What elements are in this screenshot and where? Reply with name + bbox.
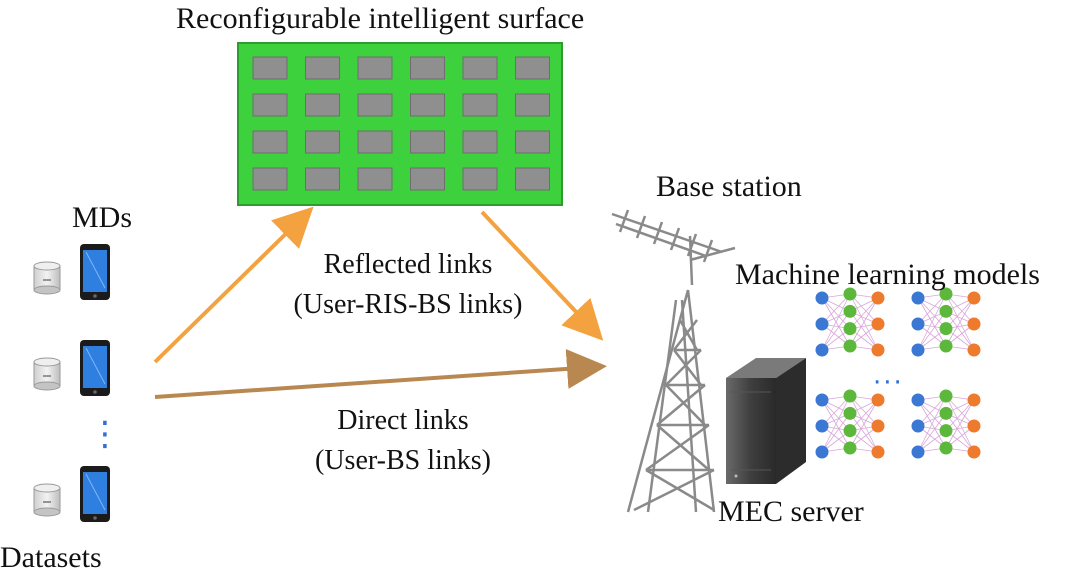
mds-label: MDs bbox=[72, 201, 133, 234]
ris-element bbox=[357, 56, 393, 80]
ris-element bbox=[410, 56, 445, 80]
neural-network-icon bbox=[815, 287, 885, 357]
base-station-label: Base station bbox=[656, 170, 802, 203]
neural-network-icon bbox=[911, 287, 981, 357]
ris-element bbox=[462, 167, 498, 191]
horizontal-ellipsis: ··· bbox=[873, 368, 904, 398]
ris-element bbox=[357, 93, 393, 117]
ris-element-grid bbox=[252, 56, 550, 191]
reflected-links-title: Reflected links bbox=[323, 249, 493, 280]
mec-server-label: MEC server bbox=[718, 495, 864, 528]
ris-element bbox=[305, 56, 340, 80]
vertical-ellipsis: ⋮ bbox=[88, 414, 122, 454]
ris-element bbox=[252, 130, 288, 154]
ris-element bbox=[410, 167, 445, 191]
phone-icon bbox=[80, 340, 110, 396]
server-icon bbox=[726, 358, 806, 484]
ris-element bbox=[462, 93, 498, 117]
neural-network-icon bbox=[815, 389, 885, 459]
phone-icon bbox=[80, 466, 110, 522]
ris-element bbox=[252, 56, 288, 80]
ris-element bbox=[305, 130, 340, 154]
ris-element bbox=[515, 93, 550, 117]
ris-element bbox=[305, 167, 340, 191]
ris-element bbox=[515, 56, 550, 80]
ris-element bbox=[252, 93, 288, 117]
ml-models-label: Machine learning models bbox=[735, 258, 1040, 291]
ris-element bbox=[515, 130, 550, 154]
ris-element bbox=[462, 130, 498, 154]
neural-network-icon bbox=[911, 389, 981, 459]
datasets-label: Datasets bbox=[0, 541, 102, 574]
ris-element bbox=[410, 93, 445, 117]
database-icon bbox=[33, 483, 61, 517]
direct-link-arrow bbox=[154, 348, 607, 399]
reflected-link-arrow-up bbox=[153, 206, 314, 364]
phone-icon bbox=[80, 244, 110, 300]
ris-label: Reconfigurable intelligent surface bbox=[176, 2, 585, 35]
tower-icon bbox=[611, 209, 736, 513]
ris-element bbox=[410, 130, 445, 154]
ris-element bbox=[357, 130, 393, 154]
ris-element bbox=[305, 93, 340, 117]
ris-element bbox=[357, 167, 393, 191]
direct-links-title: Direct links bbox=[337, 405, 469, 436]
reflected-links-subtitle: (User-RIS-BS links) bbox=[293, 289, 523, 320]
ris-element bbox=[515, 167, 550, 191]
ris-panel bbox=[237, 42, 563, 206]
mobile-devices bbox=[33, 244, 110, 522]
ris-element bbox=[252, 167, 288, 191]
database-icon bbox=[33, 261, 61, 295]
ml-model-networks bbox=[815, 287, 981, 459]
direct-links-subtitle: (User-BS links) bbox=[315, 445, 491, 476]
reflected-link-arrow-down bbox=[480, 210, 604, 341]
ris-element bbox=[462, 56, 498, 80]
database-icon bbox=[33, 357, 61, 391]
